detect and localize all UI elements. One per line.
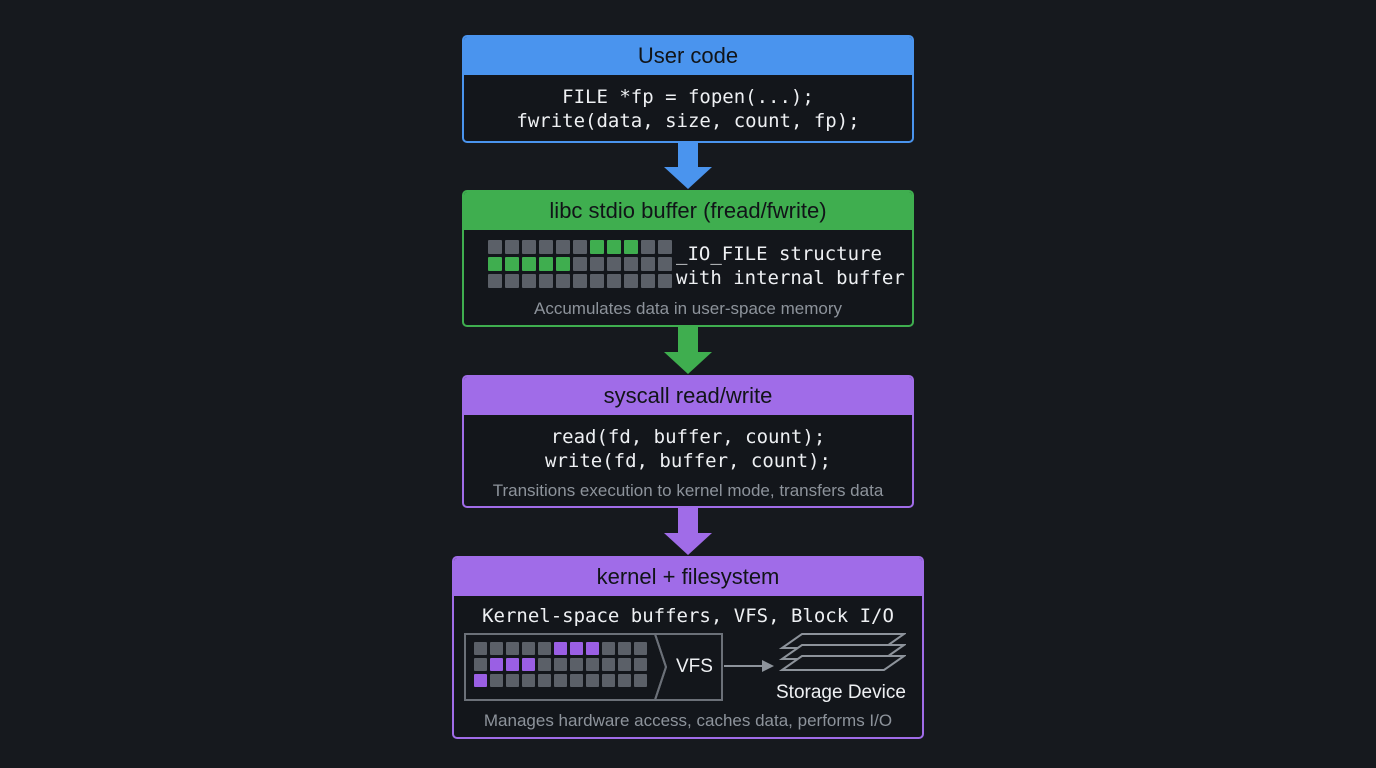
arrow-right-icon [724, 660, 774, 672]
libc-line-2: with internal buffer [676, 267, 905, 289]
libc-buffer-grid [488, 240, 672, 288]
buffer-cell-empty [586, 658, 599, 671]
libc-buffer-box: libc stdio buffer (fread/fwrite) _IO_FIL… [462, 190, 914, 327]
buffer-cell-filled [506, 658, 519, 671]
buffer-cell-empty [538, 658, 551, 671]
syscall-caption: Transitions execution to kernel mode, tr… [492, 481, 884, 500]
libc-title: libc stdio buffer (fread/fwrite) [464, 192, 912, 230]
buffer-cell-empty [570, 674, 583, 687]
buffer-cell-empty [658, 274, 672, 288]
buffer-cell-empty [586, 674, 599, 687]
user-code-line-2: fwrite(data, size, count, fp); [516, 110, 860, 132]
buffer-cell-empty [658, 257, 672, 271]
buffer-cell-empty [506, 642, 519, 655]
user-code-line-1: FILE *fp = fopen(...); [562, 86, 814, 108]
buffer-cell-empty [505, 240, 519, 254]
buffer-cell-empty [618, 642, 631, 655]
buffer-cell-filled [590, 240, 604, 254]
kernel-buffer-frame [464, 633, 723, 701]
buffer-cell-empty [607, 274, 621, 288]
buffer-cell-empty [488, 240, 502, 254]
buffer-cell-filled [505, 257, 519, 271]
buffer-cell-empty [634, 674, 647, 687]
buffer-cell-empty [522, 274, 536, 288]
buffer-cell-empty [538, 642, 551, 655]
buffer-cell-empty [538, 674, 551, 687]
kernel-caption: Manages hardware access, caches data, pe… [483, 711, 893, 730]
buffer-cell-empty [570, 658, 583, 671]
buffer-cell-empty [490, 642, 503, 655]
syscall-title: syscall read/write [464, 377, 912, 415]
buffer-cell-empty [556, 274, 570, 288]
buffer-cell-empty [554, 658, 567, 671]
buffer-cell-empty [602, 658, 615, 671]
kernel-subtitle: Kernel-space buffers, VFS, Block I/O [482, 605, 894, 627]
buffer-cell-empty [573, 240, 587, 254]
buffer-cell-filled [474, 674, 487, 687]
buffer-cell-empty [474, 658, 487, 671]
buffer-cell-empty [602, 674, 615, 687]
libc-caption: Accumulates data in user-space memory [533, 299, 843, 318]
buffer-cell-empty [634, 642, 647, 655]
buffer-cell-empty [602, 642, 615, 655]
vfs-label: VFS [676, 656, 713, 677]
buffer-cell-filled [522, 658, 535, 671]
buffer-cell-filled [554, 642, 567, 655]
buffer-cell-filled [539, 257, 553, 271]
buffer-cell-filled [586, 642, 599, 655]
buffer-cell-empty [554, 674, 567, 687]
buffer-cell-empty [618, 658, 631, 671]
buffer-cell-empty [624, 274, 638, 288]
arrow-down-icon [664, 143, 712, 189]
buffer-cell-empty [624, 257, 638, 271]
kernel-box: kernel + filesystem Kernel-space buffers… [452, 556, 924, 739]
buffer-cell-empty [590, 257, 604, 271]
buffer-cell-empty [506, 674, 519, 687]
libc-line-1: _IO_FILE structure [676, 243, 882, 265]
kernel-title: kernel + filesystem [454, 558, 922, 596]
buffer-cell-empty [641, 257, 655, 271]
buffer-cell-empty [573, 274, 587, 288]
buffer-cell-empty [658, 240, 672, 254]
syscall-line-1: read(fd, buffer, count); [550, 426, 826, 448]
buffer-cell-empty [522, 240, 536, 254]
buffer-cell-filled [624, 240, 638, 254]
user-code-box: User code FILE *fp = fopen(...); fwrite(… [462, 35, 914, 143]
arrow-down-icon [664, 327, 712, 374]
buffer-cell-filled [488, 257, 502, 271]
buffer-cell-filled [556, 257, 570, 271]
buffer-cell-empty [488, 274, 502, 288]
syscall-line-2: write(fd, buffer, count); [545, 450, 831, 472]
buffer-cell-filled [522, 257, 536, 271]
storage-device-label: Storage Device [776, 682, 906, 703]
buffer-cell-empty [641, 240, 655, 254]
buffer-cell-empty [522, 674, 535, 687]
user-code-title: User code [464, 37, 912, 75]
buffer-cell-filled [607, 240, 621, 254]
buffer-cell-filled [490, 658, 503, 671]
buffer-cell-empty [505, 274, 519, 288]
kernel-buffer-grid [474, 642, 647, 687]
buffer-cell-empty [474, 642, 487, 655]
buffer-cell-filled [570, 642, 583, 655]
buffer-cell-empty [641, 274, 655, 288]
buffer-cell-empty [573, 257, 587, 271]
buffer-cell-empty [556, 240, 570, 254]
buffer-cell-empty [490, 674, 503, 687]
buffer-cell-empty [618, 674, 631, 687]
buffer-cell-empty [590, 274, 604, 288]
syscall-box: syscall read/write read(fd, buffer, coun… [462, 375, 914, 508]
buffer-cell-empty [539, 274, 553, 288]
buffer-cell-empty [522, 642, 535, 655]
buffer-cell-empty [539, 240, 553, 254]
arrow-down-icon [664, 508, 712, 555]
buffer-cell-empty [634, 658, 647, 671]
buffer-cell-empty [607, 257, 621, 271]
storage-device-icon [778, 633, 906, 671]
